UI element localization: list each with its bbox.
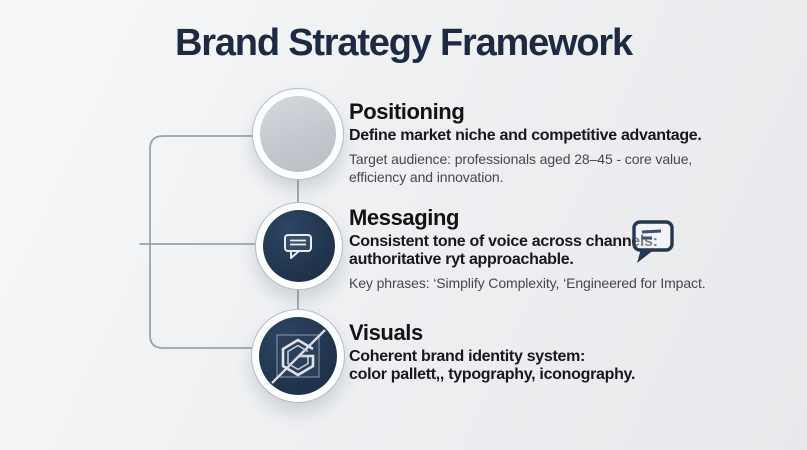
page-title: Brand Strategy Framework <box>175 22 633 64</box>
messaging-node <box>255 202 343 290</box>
hexagon-g-logo-icon <box>271 329 326 384</box>
section-positioning: Positioning Define market niche and comp… <box>349 100 779 186</box>
messaging-heading: Messaging <box>349 205 460 230</box>
positioning-secondary-line-2: efficiency and innovation. <box>349 169 504 185</box>
messaging-bold-line-1: Consistent tone of voice across channels… <box>349 233 658 250</box>
positioning-secondary: Target audience: professionals aged 28–4… <box>349 150 779 186</box>
positioning-heading: Positioning <box>349 99 465 124</box>
bracket-connector-line <box>149 135 254 349</box>
gray-disc-icon <box>260 96 336 172</box>
speech-bubble-tail <box>637 249 655 263</box>
section-messaging: Messaging Consistent tone of voice acros… <box>349 206 779 292</box>
messaging-secondary-line-1: Key phrases: ‘Simplify Complexity, ‘Engi… <box>349 275 706 291</box>
visuals-heading: Visuals <box>349 320 423 345</box>
positioning-secondary-line-1: Target audience: professionals aged 28–4… <box>349 151 693 167</box>
speech-bubble-outline-icon <box>632 220 674 263</box>
messaging-secondary: Key phrases: ‘Simplify Complexity, ‘Engi… <box>349 274 779 292</box>
visuals-node <box>251 309 345 403</box>
messaging-bold-line-2: authoritative ryt approachable. <box>349 251 574 268</box>
section-visuals: Visuals Coherent brand identity system: … <box>349 321 779 384</box>
visuals-bold-line-2: color pallett,, typography, iconography. <box>349 366 636 383</box>
speech-bubble-icon <box>284 234 312 259</box>
messaging-disc <box>263 210 335 282</box>
visuals-disc <box>259 317 337 395</box>
visuals-bold-line-1: Coherent brand identity system: <box>349 348 586 365</box>
positioning-bold-line: Define market niche and competitive adva… <box>349 127 702 144</box>
positioning-node <box>252 88 344 180</box>
